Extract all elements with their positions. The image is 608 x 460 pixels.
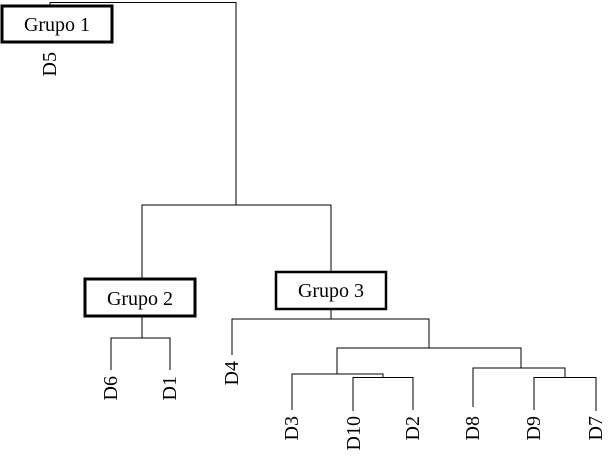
- leaf-label-d4: D4: [221, 361, 243, 385]
- leaf-label-d7: D7: [585, 416, 607, 440]
- leaf-label-d2: D2: [402, 416, 424, 440]
- group-box-3: Grupo 3: [274, 270, 388, 311]
- d3-d10-d2-branch: [291, 373, 414, 411]
- d8-d9-d7-branch: [472, 367, 597, 411]
- group-box-3-rect: [274, 270, 388, 311]
- leaf-label-d1: D1: [159, 376, 181, 400]
- leaf-label-d6: D6: [100, 376, 122, 400]
- leaf-label-d8: D8: [462, 416, 484, 440]
- group-box-1-label: Grupo 1: [24, 14, 90, 36]
- leaf-label-d3: D3: [281, 416, 303, 440]
- leaf-label-d5: D5: [39, 52, 61, 76]
- group-box-2-label: Grupo 2: [107, 288, 173, 310]
- group3-upper-branch: [231, 318, 522, 374]
- leaf-label-d9: D9: [523, 416, 545, 440]
- branch-lines: [49, 1, 597, 411]
- group-box-3-label: Grupo 3: [298, 280, 364, 302]
- group2-subtree-branch: [110, 314, 171, 370]
- main-split-branch: [141, 204, 332, 281]
- group-box-1: Grupo 1: [0, 4, 114, 44]
- group-box-2-rect: [83, 277, 197, 318]
- leaf-label-d10: D10: [343, 416, 365, 450]
- group-box-1-rect: [0, 4, 114, 44]
- leaf-labels: D5 D6 D1 D4 D3 D10 D2 D8 D9 D7: [39, 52, 607, 450]
- group-box-2: Grupo 2: [83, 277, 197, 318]
